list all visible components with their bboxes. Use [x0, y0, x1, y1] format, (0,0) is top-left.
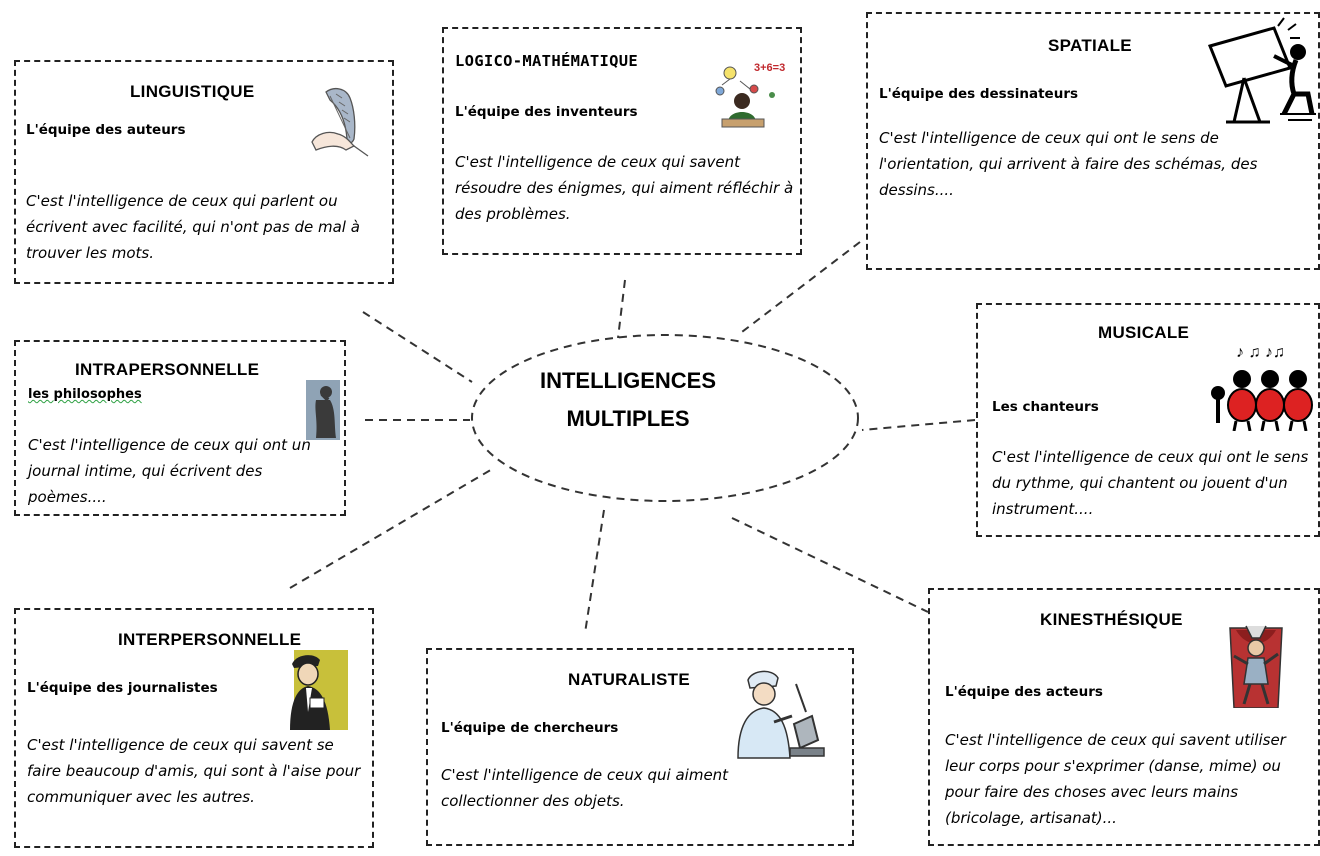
card-title: INTRAPERSONNELLE — [75, 360, 260, 379]
card-title: NATURALISTE — [568, 670, 690, 689]
card-team: Les chanteurs — [992, 399, 1099, 415]
card-description: C'est l'intelligence de ceux qui parlent… — [26, 192, 360, 262]
card-team: L'équipe des acteurs — [945, 684, 1103, 700]
svg-text:♪ ♫ ♪♫: ♪ ♫ ♪♫ — [1236, 344, 1285, 361]
card-description: C'est l'intelligence de ceux qui savent … — [455, 153, 794, 223]
scientist-microscope-icon — [737, 670, 825, 759]
card-spatiale: SPATIALE L'équipe des dessinateurs C'est… — [866, 12, 1320, 270]
connector-logico — [617, 279, 626, 339]
card-description: C'est l'intelligence de ceux qui ont le … — [992, 448, 1309, 518]
card-title: LOGICO-MATHÉMATIQUE — [455, 52, 639, 70]
card-logico-mathematique: LOGICO-MATHÉMATIQUE L'équipe des invente… — [442, 27, 802, 255]
card-title: KINESTHÉSIQUE — [1040, 610, 1183, 629]
center-title-line1: INTELLIGENCES — [539, 368, 716, 393]
singers-icon: ♪ ♫ ♪♫ — [1211, 344, 1313, 431]
formula-label: 3+6=3 — [754, 62, 785, 74]
card-linguistique: LINGUISTIQUE L'équipe des auteurs C'est … — [14, 60, 394, 284]
drafting-table-icon — [1207, 17, 1316, 124]
card-title: LINGUISTIQUE — [130, 82, 255, 101]
connector-kinesthesique — [731, 517, 929, 613]
card-team: L'équipe de chercheurs — [441, 720, 619, 736]
card-musicale: MUSICALE Les chanteurs C'est l'intellige… — [976, 303, 1320, 537]
card-description: C'est l'intelligence de ceux qui ont le … — [879, 129, 1258, 199]
card-description: C'est l'intelligence de ceux qui ont un … — [28, 436, 311, 506]
connector-naturaliste — [584, 509, 605, 634]
inventor-icon: 3+6=3 — [715, 62, 785, 128]
card-title: SPATIALE — [1048, 36, 1132, 55]
connector-musicale — [861, 419, 976, 431]
card-description: C'est l'intelligence de ceux qui aiment … — [441, 766, 729, 810]
card-interpersonnelle: INTERPERSONNELLE L'équipe des journalist… — [14, 608, 374, 848]
card-description: C'est l'intelligence de ceux qui savent … — [27, 736, 361, 806]
card-intrapersonnelle: INTRAPERSONNELLE les philosophes C'est l… — [14, 340, 346, 516]
card-team: L'équipe des inventeurs — [455, 104, 638, 120]
connector-interpersonnelle — [289, 467, 495, 589]
thinker-statue-icon — [306, 380, 340, 440]
card-title: INTERPERSONNELLE — [118, 630, 302, 649]
card-team: L'équipe des journalistes — [27, 680, 218, 696]
center-title-line2: MULTIPLES — [566, 406, 690, 431]
connector-linguistique — [362, 311, 473, 383]
connector-spatiale — [737, 241, 861, 336]
card-team: L'équipe des auteurs — [26, 122, 186, 138]
center-ellipse — [471, 334, 859, 502]
card-description: C'est l'intelligence de ceux qui savent … — [945, 731, 1286, 827]
card-title: MUSICALE — [1098, 323, 1190, 342]
quill-hand-icon — [311, 87, 369, 157]
center-title: INTELLIGENCES MULTIPLES — [478, 362, 778, 438]
card-naturaliste: NATURALISTE L'équipe de chercheurs C'est… — [426, 648, 854, 846]
card-team: les philosophes — [28, 387, 142, 402]
card-kinesthesique: KINESTHÉSIQUE L'équipe des acteurs C'est… — [928, 588, 1320, 846]
journalist-icon — [290, 650, 348, 730]
actor-icon — [1229, 625, 1283, 708]
card-team: L'équipe des dessinateurs — [879, 86, 1079, 102]
